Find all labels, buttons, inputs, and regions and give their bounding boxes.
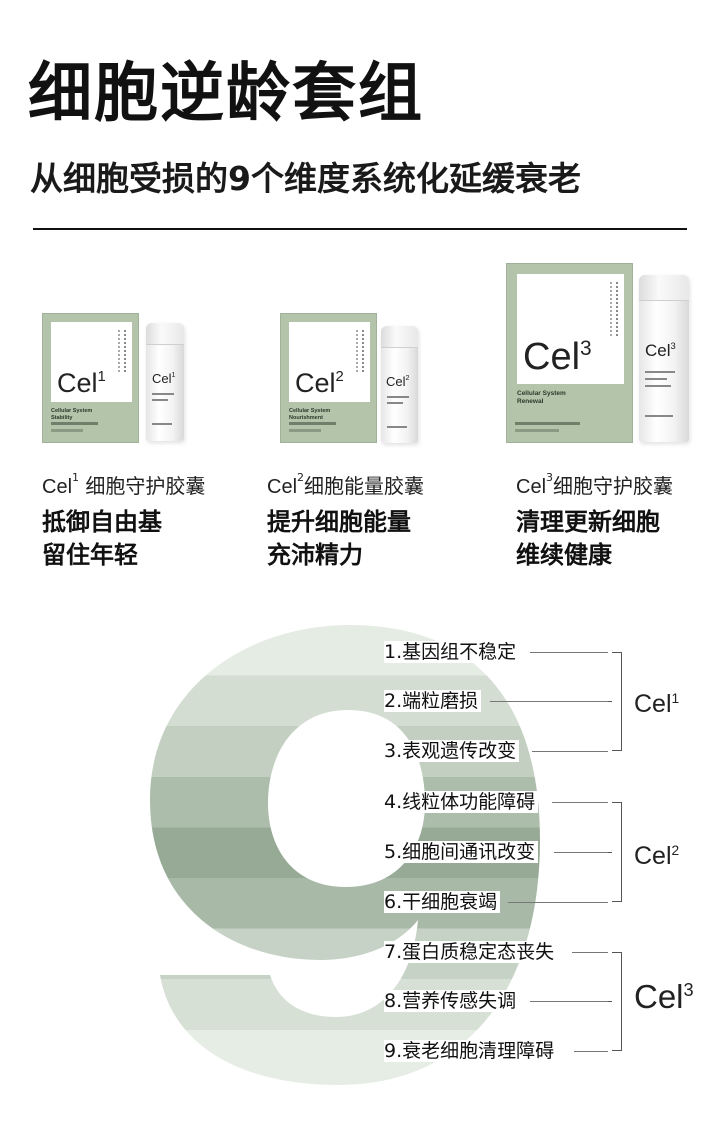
group-label-cel2: Cel2 [634, 842, 680, 870]
hallmark-item: 7.蛋白质稳定态丧失 [384, 941, 558, 963]
hallmark-item: 3.表观遗传改变 [384, 740, 520, 762]
hallmark-item: 1.基因组不稳定 [384, 641, 520, 663]
bottle-brand: Cel3 [645, 341, 676, 360]
box-brand: Cel1 [57, 368, 106, 398]
header-divider [33, 228, 687, 230]
group-bracket [612, 952, 622, 1051]
group-label-cel1: Cel1 [634, 690, 680, 718]
page-title: 细胞逆龄套组 [28, 57, 424, 131]
hallmark-item: 9.衰老细胞清理障碍 [384, 1040, 558, 1062]
hallmark-item: 8.营养传感失调 [384, 990, 520, 1012]
group-bracket [612, 802, 622, 902]
leader-line [490, 701, 608, 702]
leader-line [554, 852, 608, 853]
leader-line [508, 902, 608, 903]
leader-line [574, 1051, 608, 1052]
hallmark-item: 6.干细胞衰竭 [384, 891, 501, 913]
leader-line [530, 652, 608, 653]
box-caption: Cellular System Renewal [517, 390, 566, 405]
hallmark-item: 4.线粒体功能障碍 [384, 791, 539, 813]
bottle-brand: Cel1 [152, 371, 176, 386]
product-name: Cel1 细胞守护胶囊 [42, 471, 206, 498]
page-subtitle: 从细胞受损的9个维度系统化延缓衰老 [30, 159, 581, 198]
hallmark-item: 2.端粒磨损 [384, 690, 482, 712]
hallmark-item: 5.细胞间通讯改变 [384, 841, 539, 863]
group-bracket [612, 652, 622, 751]
product-bottle: Cel3 [639, 275, 689, 442]
product-bottle: Cel1 [146, 323, 184, 441]
product-box: Cel3 Cellular System Renewal [506, 263, 633, 443]
product-description: 清理更新细胞 维续健康 [516, 508, 660, 569]
leader-line [572, 952, 608, 953]
box-brand: Cel3 [523, 336, 592, 378]
bottle-brand: Cel2 [386, 374, 410, 389]
leader-line [552, 802, 608, 803]
box-brand: Cel2 [295, 368, 344, 398]
box-caption: Cellular System Nourishment [289, 408, 331, 421]
product-description: 抵御自由基 留住年轻 [42, 508, 162, 569]
product-description: 提升细胞能量 充沛精力 [267, 508, 411, 569]
box-caption: Cellular System Stability [51, 408, 93, 421]
product-box: Cel2 Cellular System Nourishment [280, 313, 377, 443]
group-label-cel3: Cel3 [634, 978, 694, 1015]
product-name: Cel2细胞能量胶囊 [267, 471, 425, 498]
product-box: Cel1 Cellular System Stability [42, 313, 139, 443]
product-name: Cel3细胞守护胶囊 [516, 471, 674, 498]
leader-line [532, 751, 608, 752]
product-bottle: Cel2 [381, 326, 418, 443]
leader-line [530, 1001, 608, 1002]
